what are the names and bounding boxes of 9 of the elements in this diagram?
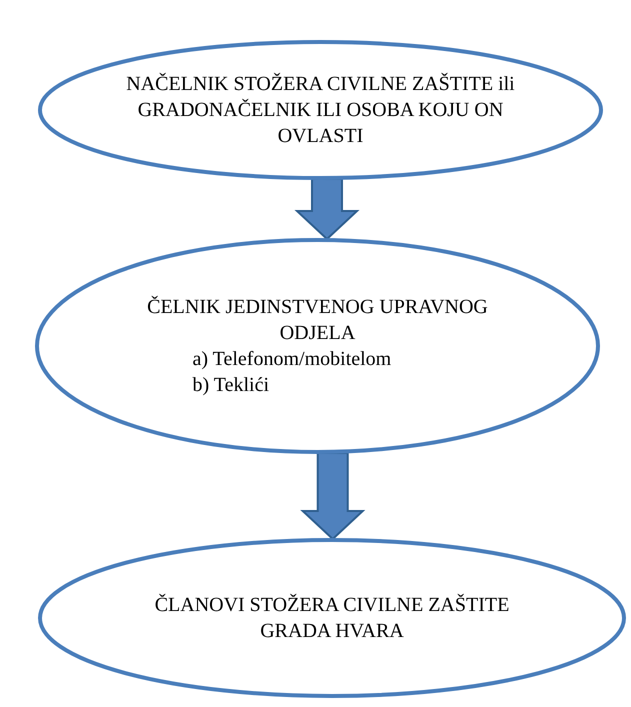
- node-title: NAČELNIK STOŽERA CIVILNE ZAŠTITE ili GRADONAČELNIK ILI OSOBA KOJU ON OVLASTI: [125, 72, 516, 149]
- list-item: b) Teklići: [192, 373, 270, 398]
- ellipse-node: [38, 40, 603, 180]
- ellipse-node: [38, 538, 626, 698]
- ellipse-node: [35, 238, 600, 454]
- list-item: a) Telefonom/mobitelom: [192, 347, 392, 372]
- node-title: ČLANOVI STOŽERA CIVILNE ZAŠTITE GRADA HVARA: [154, 592, 510, 644]
- block-arrow: [294, 178, 360, 240]
- block-arrow: [300, 452, 366, 540]
